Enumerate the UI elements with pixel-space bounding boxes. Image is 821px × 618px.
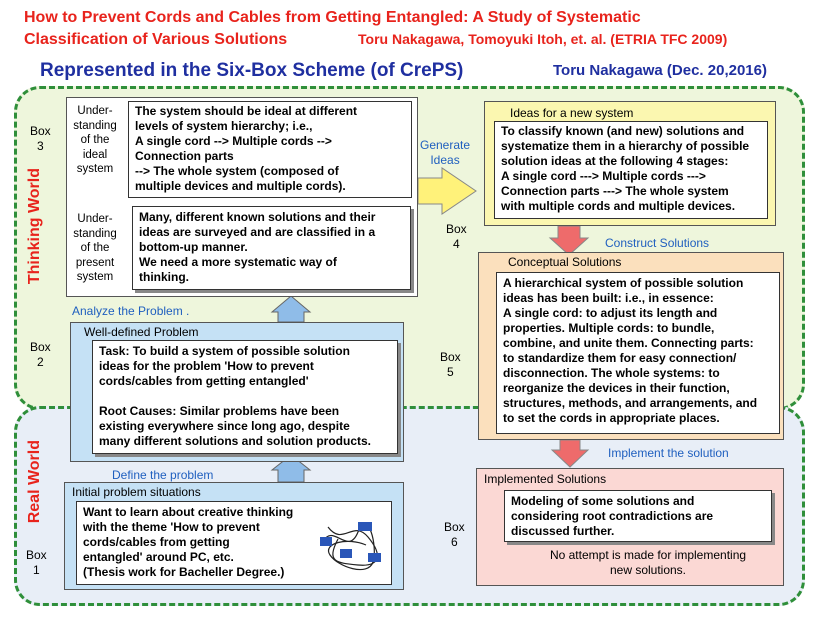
- box2-label: Box 2: [30, 340, 51, 369]
- construct-arrow: [548, 225, 590, 256]
- box4-text: To classify known (and new) solutions an…: [494, 121, 768, 219]
- box1-text: Want to learn about creative thinking wi…: [76, 501, 392, 585]
- box3-label: Box 3: [30, 124, 51, 153]
- box1-title: Initial problem situations: [72, 485, 201, 499]
- date: Toru Nakagawa (Dec. 20,2016): [553, 62, 767, 79]
- box6-label: Box 6: [444, 520, 465, 549]
- box3-present-side: Under- standing of the present system: [73, 213, 117, 283]
- box2-text: Task: To build a system of possible solu…: [92, 340, 398, 454]
- analyze-arrow: [270, 295, 312, 323]
- implement-arrow: [550, 439, 590, 468]
- analyze-label: Analyze the Problem .: [72, 304, 190, 318]
- box5-label: Box 5: [440, 350, 461, 379]
- box3-ideal-text: The system should be ideal at different …: [128, 101, 412, 198]
- title-line-2: Classification of Various Solutions: [24, 31, 288, 48]
- box4-title: Ideas for a new system: [510, 106, 634, 120]
- implement-label: Implement the solution: [608, 446, 729, 460]
- box6-text: Modeling of some solutions and consideri…: [504, 490, 772, 542]
- box3-present-text: Many, different known solutions and thei…: [132, 206, 411, 290]
- define-arrow: [270, 454, 312, 483]
- box4-label: Box 4: [446, 222, 467, 251]
- subtitle: Represented in the Six-Box Scheme (of Cr…: [40, 60, 464, 81]
- box6-note: No attempt is made for implementing new …: [549, 548, 747, 577]
- title-line-1: How to Prevent Cords and Cables from Get…: [24, 9, 641, 26]
- generate-ideas-label: Generate Ideas: [420, 138, 471, 167]
- construct-label: Construct Solutions: [605, 236, 710, 250]
- box2-title: Well-defined Problem: [84, 325, 199, 339]
- define-label: Define the problem: [112, 468, 214, 482]
- box3-ideal-side: Under- standing of the ideal system: [73, 105, 117, 175]
- generate-ideas-arrow: [417, 167, 477, 215]
- authors: Toru Nakagawa, Tomoyuki Itoh, et. al. (E…: [358, 31, 728, 47]
- box6-title: Implemented Solutions: [484, 472, 607, 486]
- tangled-cables-illustration: [320, 522, 381, 571]
- box5-text: A hierarchical system of possible soluti…: [496, 272, 780, 434]
- box1-label: Box 1: [26, 548, 47, 577]
- box5-title: Conceptual Solutions: [508, 255, 622, 269]
